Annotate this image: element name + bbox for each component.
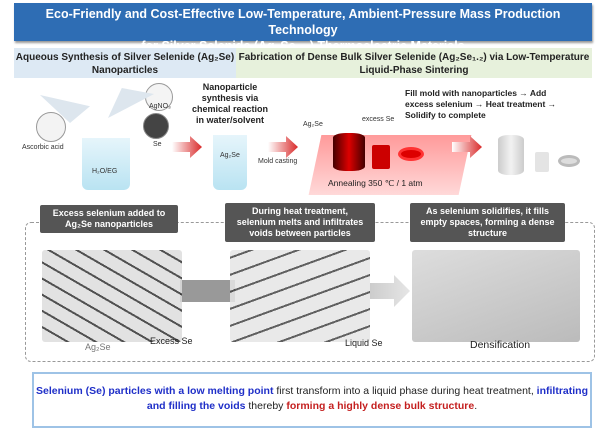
synthesis-line: synthesis via <box>201 93 259 103</box>
annealing-label: Annealing 350 ℃ / 1 atm <box>328 178 423 188</box>
caption-line: empty spaces, forming a dense <box>420 217 555 227</box>
section-synthesis-header: Aqueous Synthesis of Silver Selenide (Ag… <box>14 48 236 78</box>
se-label: Se <box>153 141 162 148</box>
note-text: first transform into a liquid phase duri… <box>273 385 537 397</box>
fill-line: Fill mold with nanoparticles → Add <box>405 88 547 98</box>
stage1-block <box>42 250 182 342</box>
solvent-label: H₂O/EG <box>92 168 118 175</box>
ascorbic-label: Ascorbic acid <box>22 144 64 151</box>
stage3-block <box>412 250 580 342</box>
stage2-block <box>230 250 370 342</box>
ag2se-beaker-label: Ag₂Se <box>220 152 240 159</box>
caption-line: selenium melts and infiltrates <box>236 217 364 227</box>
note-highlight: Selenium (Se) particles with a low melti… <box>36 385 274 397</box>
section-left-line1: Aqueous Synthesis of Silver Selenide (Ag… <box>15 52 235 63</box>
title-line1: Eco-Friendly and Cost-Effective Low-Temp… <box>45 7 561 37</box>
arrow-right-icon <box>452 136 482 158</box>
product-cylinder <box>498 135 524 175</box>
caption-line: Excess selenium added to <box>52 208 166 218</box>
caption-line: Ag₂Se nanoparticles <box>64 219 154 229</box>
fill-line: Solidify to complete <box>405 110 486 120</box>
synthesis-line: chemical reaction <box>191 104 269 114</box>
caption-line: voids between particles <box>249 228 351 238</box>
excess-se-stage-label: Excess Se <box>150 336 193 346</box>
ag2se-beaker <box>213 135 247 190</box>
beaker <box>82 138 130 190</box>
stage2-caption: During heat treatment,selenium melts and… <box>225 203 375 242</box>
section-right-line1: Fabrication of Dense Bulk Silver Selenid… <box>238 52 590 63</box>
note-highlight: infiltrating and filling the voids <box>146 385 588 412</box>
section-fabrication-header: Fabrication of Dense Bulk Silver Selenid… <box>236 48 592 78</box>
arrow-right-icon <box>268 136 298 158</box>
product-ring <box>558 155 580 167</box>
agno3-circle <box>145 83 173 111</box>
mold-cylinder <box>333 133 365 171</box>
title-banner: Eco-Friendly and Cost-Effective Low-Temp… <box>14 3 592 53</box>
note-emphasis: forming a highly dense bulk structure <box>286 400 475 412</box>
ag2se-mold-label: Ag₂Se <box>303 121 323 128</box>
mold-casting-label: Mold casting <box>258 158 298 165</box>
section-right-line2: Liquid-Phase Sintering <box>359 65 469 76</box>
ag2se-label: Ag₂Se <box>85 342 111 352</box>
product-bar <box>535 152 549 172</box>
caption-line: As selenium solidifies, it fills <box>425 206 550 216</box>
caption-line: During heat treatment, <box>251 206 348 216</box>
note-text: thereby <box>245 400 287 412</box>
mold-ring <box>398 147 424 161</box>
se-circle <box>143 113 169 139</box>
ascorbic-acid-circle <box>36 112 66 142</box>
caption-line: structure <box>467 228 507 238</box>
liquid-se-label: Liquid Se <box>345 338 383 348</box>
agno3-label: AgNO₃ <box>149 103 171 110</box>
arrow-right-icon <box>172 136 202 158</box>
synthesis-line: in water/solvent <box>195 115 265 125</box>
section-left-line2: Nanoparticles <box>91 65 159 76</box>
fill-line: excess selenium → Heat treatment → <box>405 99 557 109</box>
mold-bar <box>372 145 390 169</box>
note-text: . <box>474 400 478 412</box>
summary-note: Selenium (Se) particles with a low melti… <box>32 372 592 428</box>
excess-se-label: excess Se <box>362 116 395 123</box>
synthesis-line: Nanoparticle <box>202 82 258 92</box>
stage-arrow <box>180 280 235 302</box>
densification-label: Densification <box>470 339 531 351</box>
